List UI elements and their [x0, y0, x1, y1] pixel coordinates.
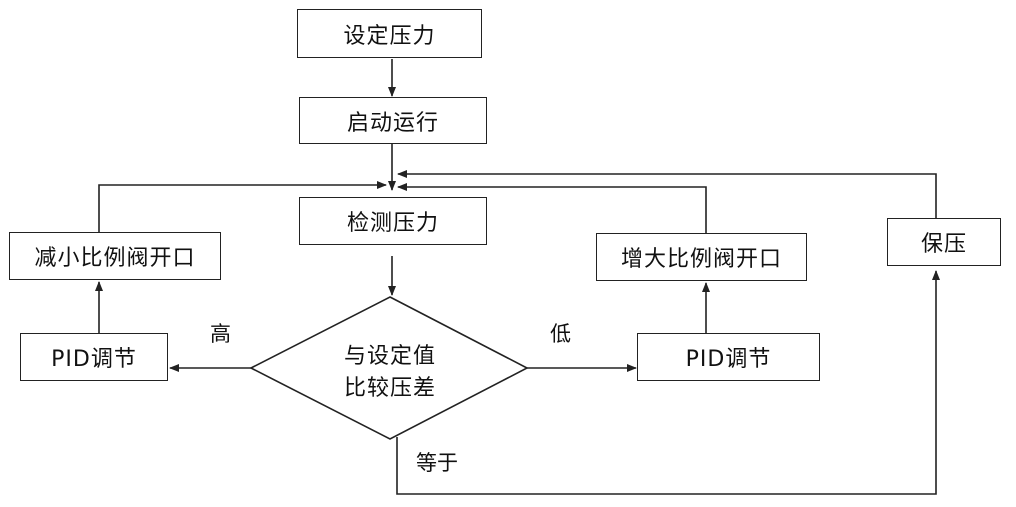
- edge-increase-loop: [397, 183, 707, 233]
- edge-label-equal: 等于: [416, 451, 458, 475]
- edge-decrease-loop: [98, 181, 387, 232]
- compare-text-line1: 与设定值: [343, 344, 436, 369]
- pid-left-label: PID调节: [51, 347, 137, 372]
- edge-label-high: 高: [210, 322, 231, 346]
- start-run-box: 启动运行: [299, 97, 487, 144]
- detect-pressure-box: 检测压力: [299, 197, 487, 245]
- edge-equal-to-hold: [396, 270, 940, 495]
- decrease-valve-box: 减小比例阀开口: [9, 232, 221, 280]
- start-run-label: 启动运行: [346, 110, 439, 136]
- hold-pressure-box: 保压: [887, 218, 1001, 266]
- compare-text-line2: 比较压差: [343, 376, 436, 401]
- decrease-valve-label: 减小比例阀开口: [34, 246, 196, 271]
- increase-valve-box: 增大比例阀开口: [596, 233, 807, 281]
- pid-left-box: PID调节: [20, 333, 168, 381]
- set-pressure-box: 设定压力: [297, 9, 482, 58]
- set-pressure-label: 设定压力: [343, 23, 436, 49]
- increase-valve-label: 增大比例阀开口: [620, 247, 782, 272]
- pid-right-box: PID调节: [637, 333, 820, 381]
- edge-hold-loop: [397, 170, 937, 218]
- detect-pressure-label: 检测压力: [346, 211, 439, 236]
- hold-pressure-label: 保压: [920, 232, 967, 257]
- edge-label-low: 低: [550, 322, 571, 346]
- pid-right-label: PID调节: [685, 347, 772, 372]
- compare-diamond: [249, 296, 529, 440]
